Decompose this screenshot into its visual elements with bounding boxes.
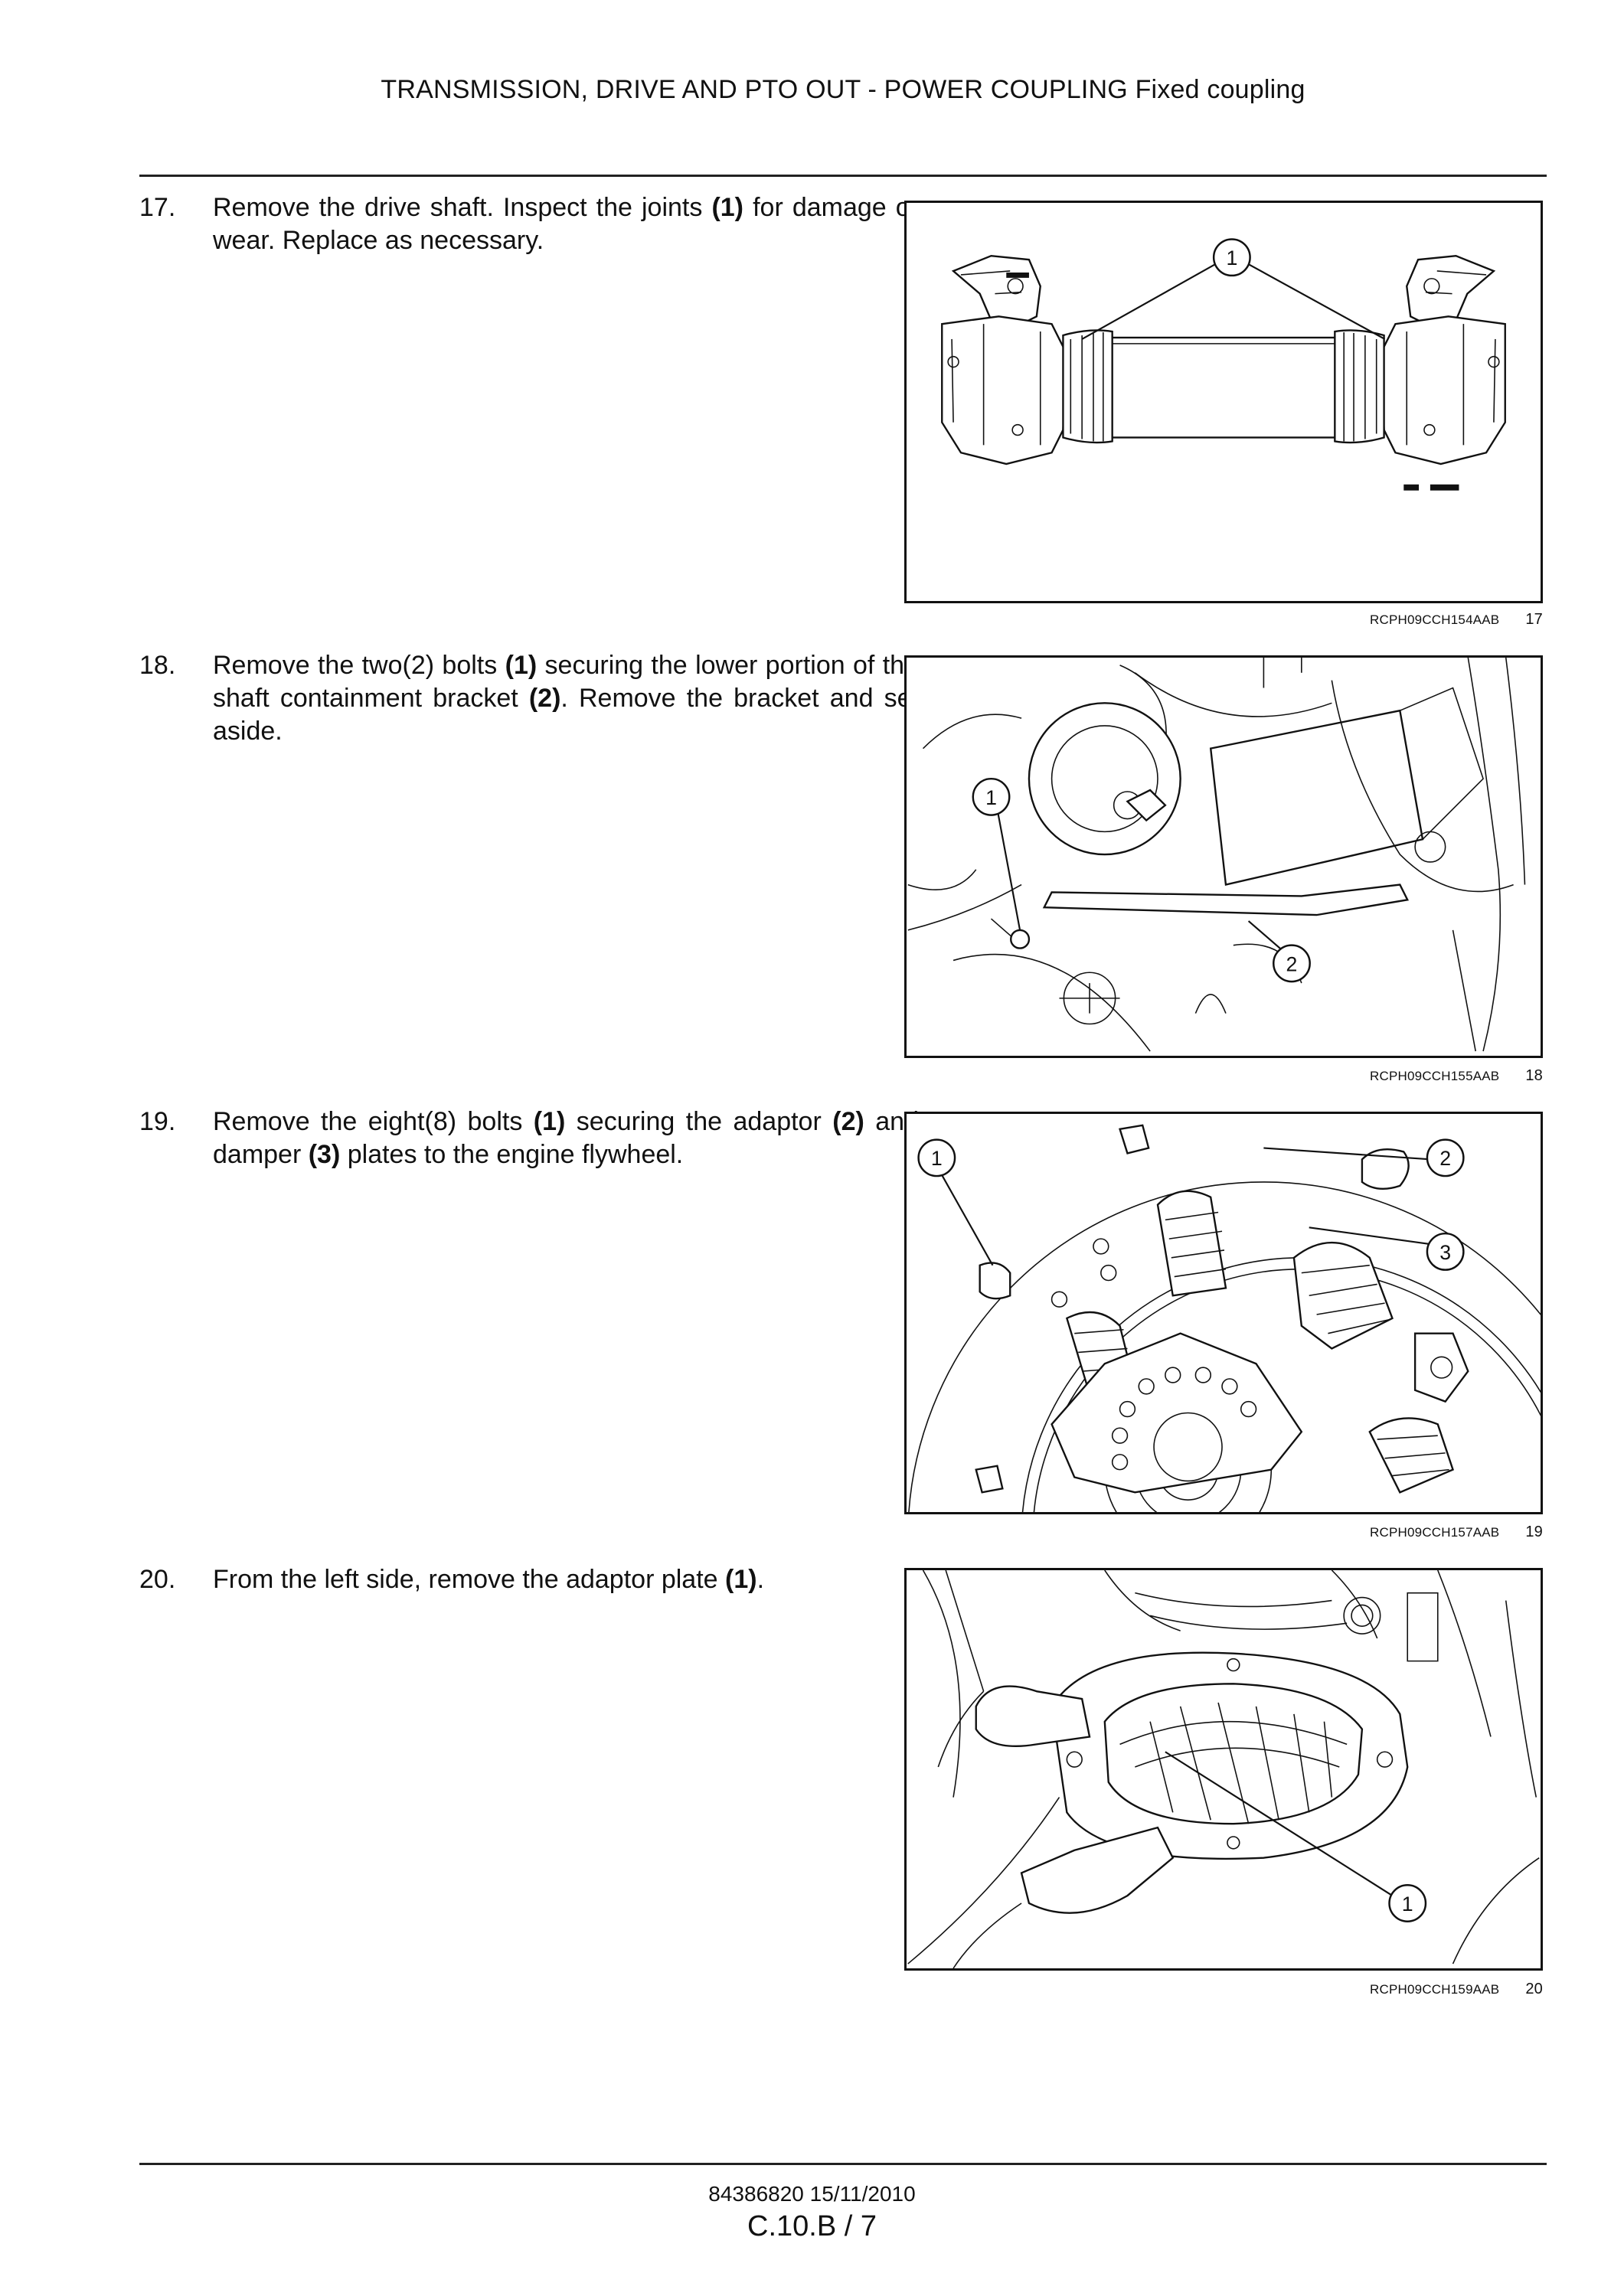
step-number: 20. <box>139 1565 176 1594</box>
callout-1: 1 <box>1212 238 1251 277</box>
callout-1: 1 <box>972 777 1011 816</box>
step-20: 20. From the left side, remove the adapt… <box>139 1563 844 1609</box>
figure-code: RCPH09CCH155AAB <box>1370 1069 1500 1083</box>
callout-3: 3 <box>1426 1232 1465 1271</box>
figure-caption-20: RCPH09CCH159AAB 20 <box>904 1981 1543 1998</box>
svg-text:1: 1 <box>1402 1893 1413 1916</box>
figure-number: 19 <box>1525 1524 1543 1540</box>
figure-caption-18: RCPH09CCH155AAB 18 <box>904 1067 1543 1085</box>
footer-divider <box>139 2163 1547 2165</box>
adaptor-plate-removal-illustration: 1 <box>907 1570 1540 1968</box>
figure-containment-bracket: 1 2 <box>904 655 1543 1058</box>
figure-caption-19: RCPH09CCH157AAB 19 <box>904 1524 1543 1541</box>
callout-1: 1 <box>917 1138 956 1177</box>
step-number: 17. <box>139 193 176 222</box>
callout-ref: (1) <box>711 193 744 222</box>
figure-adaptor-plate-removal: 1 <box>904 1568 1543 1971</box>
callout-ref: (2) <box>528 684 561 713</box>
figure-number: 18 <box>1525 1067 1543 1084</box>
containment-bracket-illustration: 1 2 <box>907 658 1526 1052</box>
step-text: Remove the drive shaft. Inspect the join… <box>213 193 919 255</box>
svg-text:1: 1 <box>985 786 997 809</box>
step-text: Remove the two(2) bolts (1) securing the… <box>213 651 919 746</box>
step-text: Remove the eight(8) bolts (1) securing t… <box>213 1107 919 1169</box>
step-19: 19. Remove the eight(8) bolts (1) securi… <box>139 1106 919 1182</box>
callout-1: 1 <box>1388 1884 1427 1922</box>
step-number: 18. <box>139 651 176 680</box>
figure-drive-shaft: 1 <box>904 201 1543 603</box>
svg-text:3: 3 <box>1439 1241 1451 1264</box>
svg-text:1: 1 <box>931 1147 943 1170</box>
step-text: From the left side, remove the adaptor p… <box>213 1565 765 1594</box>
drive-shaft-illustration: 1 <box>941 238 1506 491</box>
flywheel-plates-illustration: 1 2 3 <box>908 1124 1541 1512</box>
svg-text:2: 2 <box>1286 952 1298 975</box>
page-header-title: TRANSMISSION, DRIVE AND PTO OUT - POWER … <box>381 75 1305 104</box>
callout-ref: (2) <box>832 1107 864 1136</box>
figure-code: RCPH09CCH154AAB <box>1370 612 1500 627</box>
footer-document-code: 84386820 15/11/2010 <box>708 2182 916 2206</box>
figure-caption-17: RCPH09CCH154AAB 17 <box>904 611 1543 629</box>
step-17: 17. Remove the drive shaft. Inspect the … <box>139 191 919 268</box>
callout-ref: (3) <box>308 1140 341 1169</box>
step-18: 18. Remove the two(2) bolts (1) securing… <box>139 649 919 756</box>
callout-2: 2 <box>1426 1138 1465 1177</box>
figure-flywheel-plates: 1 2 3 <box>904 1112 1543 1514</box>
footer-page-number: C.10.B / 7 <box>747 2210 877 2242</box>
callout-ref: (1) <box>533 1107 566 1136</box>
figure-code: RCPH09CCH159AAB <box>1370 1982 1500 1997</box>
callout-2: 2 <box>1273 944 1311 983</box>
svg-text:2: 2 <box>1439 1147 1451 1170</box>
step-number: 19. <box>139 1107 176 1136</box>
figure-number: 17 <box>1525 611 1543 628</box>
svg-text:1: 1 <box>1226 247 1237 269</box>
figure-number: 20 <box>1525 1981 1543 1997</box>
callout-ref: (1) <box>725 1565 757 1594</box>
callout-ref: (1) <box>505 651 538 680</box>
header-divider <box>139 175 1547 177</box>
figure-code: RCPH09CCH157AAB <box>1370 1525 1500 1540</box>
